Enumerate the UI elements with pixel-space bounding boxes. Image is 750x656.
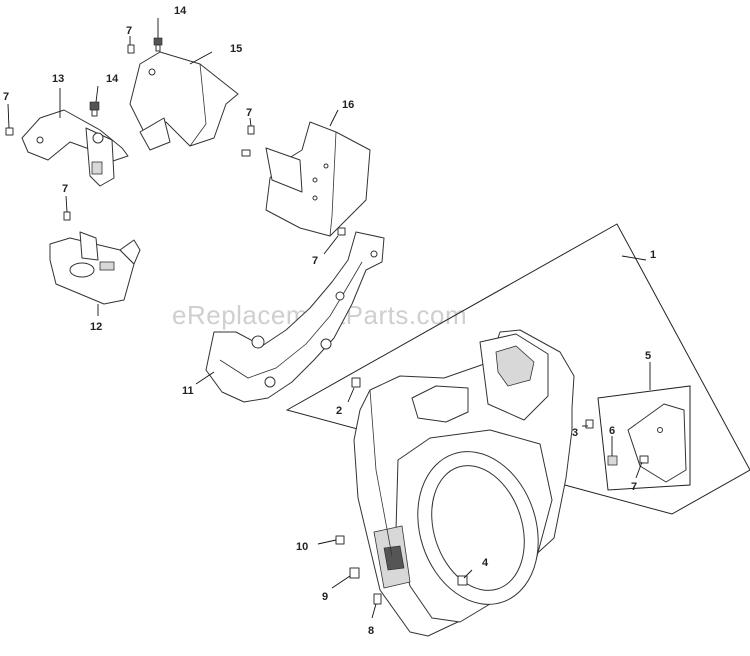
assembly-frame-5 [597,385,691,491]
callout-5: 5 [645,350,651,362]
callout-13: 13 [52,73,64,85]
callout-labels: 1 2 3 4 5 6 7 7 7 7 7 7 8 9 10 11 12 13 … [3,5,656,637]
plate-part-15 [129,51,239,151]
plate-part-5 [627,403,687,483]
hardware [5,37,649,605]
callout-7-e: 7 [312,255,318,267]
callout-12: 12 [90,321,102,333]
callout-7-c: 7 [246,107,252,119]
callout-7-f: 7 [631,481,637,493]
callout-14-a: 14 [174,5,187,17]
callout-7-b: 7 [3,91,9,103]
callout-16: 16 [342,99,354,111]
callout-7-d: 7 [62,183,68,195]
callout-1: 1 [650,249,656,261]
leader-lines [7,18,651,619]
bracket-part-13 [21,109,129,187]
callout-9: 9 [322,591,328,603]
callout-8: 8 [368,625,374,637]
shroud-part-16 [265,121,371,237]
callout-11: 11 [182,385,194,397]
callout-14-b: 14 [106,73,119,85]
baffle-part-11 [205,231,385,403]
callout-6: 6 [609,425,615,437]
callout-15: 15 [230,43,242,55]
blower-housing-part-1 [353,329,575,637]
callout-3: 3 [572,427,578,439]
callout-7-a: 7 [126,25,132,37]
callout-4: 4 [482,557,489,569]
bracket-part-12 [49,231,141,305]
callout-10: 10 [296,541,308,553]
callout-2: 2 [336,405,342,417]
